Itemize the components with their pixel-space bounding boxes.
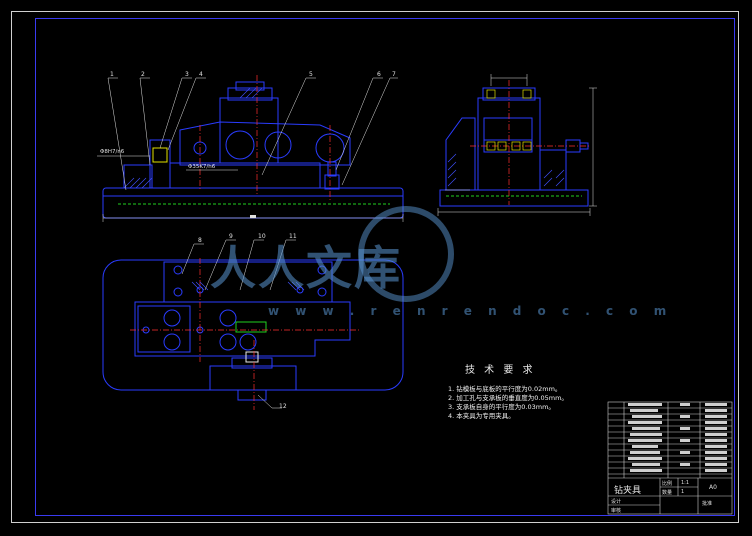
callout-4: 4 bbox=[199, 71, 203, 78]
front-hole-a bbox=[225, 130, 255, 160]
tech-requirement-3: 3. 支承板自身的平行度为0.03mm。 bbox=[448, 403, 555, 411]
tech-requirement-4: 4. 本夹具为专用夹具。 bbox=[448, 412, 515, 420]
top-circle-5 bbox=[239, 333, 257, 351]
top-circle-2 bbox=[163, 333, 181, 351]
callout-10: 10 bbox=[258, 233, 266, 240]
front-view bbox=[97, 75, 404, 222]
top-fixture-body bbox=[134, 301, 351, 357]
front-bushing bbox=[152, 147, 168, 163]
front-left-support bbox=[123, 164, 153, 189]
top-circle-3 bbox=[219, 309, 237, 327]
top-front-clamp bbox=[209, 365, 297, 391]
title-block-qty-label: 数量 bbox=[662, 490, 673, 496]
callout-7: 7 bbox=[392, 71, 396, 78]
drawing-outer-frame bbox=[11, 11, 739, 523]
dim-front-mid: Φ35K7/h6 bbox=[188, 164, 216, 170]
front-workpiece bbox=[179, 121, 351, 166]
top-left-clamp bbox=[137, 305, 191, 353]
title-block-scale-value: 1:1 bbox=[681, 480, 690, 486]
top-view bbox=[102, 239, 404, 410]
title-block-check: 审核 bbox=[611, 508, 622, 514]
front-hole-b bbox=[264, 131, 292, 159]
callout-2: 2 bbox=[141, 71, 145, 78]
title-block-part-name: 钻夹具 bbox=[614, 486, 642, 496]
callout-1: 1 bbox=[110, 71, 114, 78]
callout-6: 6 bbox=[377, 71, 381, 78]
side-base bbox=[439, 189, 589, 207]
watermark-url: w w w . r e n r e n d o c . c o m bbox=[268, 304, 673, 318]
front-right-stud bbox=[327, 161, 337, 177]
title-block-scale-label: 比例 bbox=[662, 481, 673, 487]
side-clamp bbox=[483, 117, 533, 141]
callout-5: 5 bbox=[309, 71, 313, 78]
side-left-rib bbox=[445, 117, 476, 190]
dim-front-left: Φ8H7/n6 bbox=[100, 149, 125, 155]
side-view bbox=[437, 74, 597, 216]
watermark-logo-text: 人人文库 bbox=[210, 241, 402, 295]
callout-3: 3 bbox=[185, 71, 189, 78]
front-clamp-cap bbox=[235, 81, 265, 91]
top-handle bbox=[237, 389, 267, 401]
top-circle-1 bbox=[163, 309, 181, 327]
front-clamp-body bbox=[219, 97, 279, 164]
watermark-circle bbox=[358, 206, 454, 302]
callout-12: 12 bbox=[279, 403, 287, 410]
tech-requirements-title: 技 术 要 求 bbox=[465, 365, 536, 376]
callout-9: 9 bbox=[229, 233, 233, 240]
title-block-drawn: 设计 bbox=[611, 499, 622, 505]
tech-requirement-1: 1. 钻模板与底板的平行度为0.02mm。 bbox=[448, 385, 562, 393]
callout-11: 11 bbox=[289, 233, 297, 240]
title-block-approve: 批准 bbox=[702, 501, 713, 507]
front-right-nut bbox=[324, 174, 340, 190]
drawing-inner-frame bbox=[35, 18, 735, 516]
title-block-qty-value: 1 bbox=[681, 489, 685, 495]
callout-8: 8 bbox=[198, 237, 202, 244]
front-base-plate bbox=[102, 187, 404, 219]
top-circle-4 bbox=[219, 333, 237, 351]
top-green-part bbox=[235, 321, 267, 333]
title-block-sheet: A0 bbox=[709, 484, 717, 491]
title-block bbox=[607, 401, 733, 515]
tech-requirement-2: 2. 加工孔与支承板的垂直度为0.05mm。 bbox=[448, 394, 568, 402]
side-right-support bbox=[539, 149, 567, 190]
